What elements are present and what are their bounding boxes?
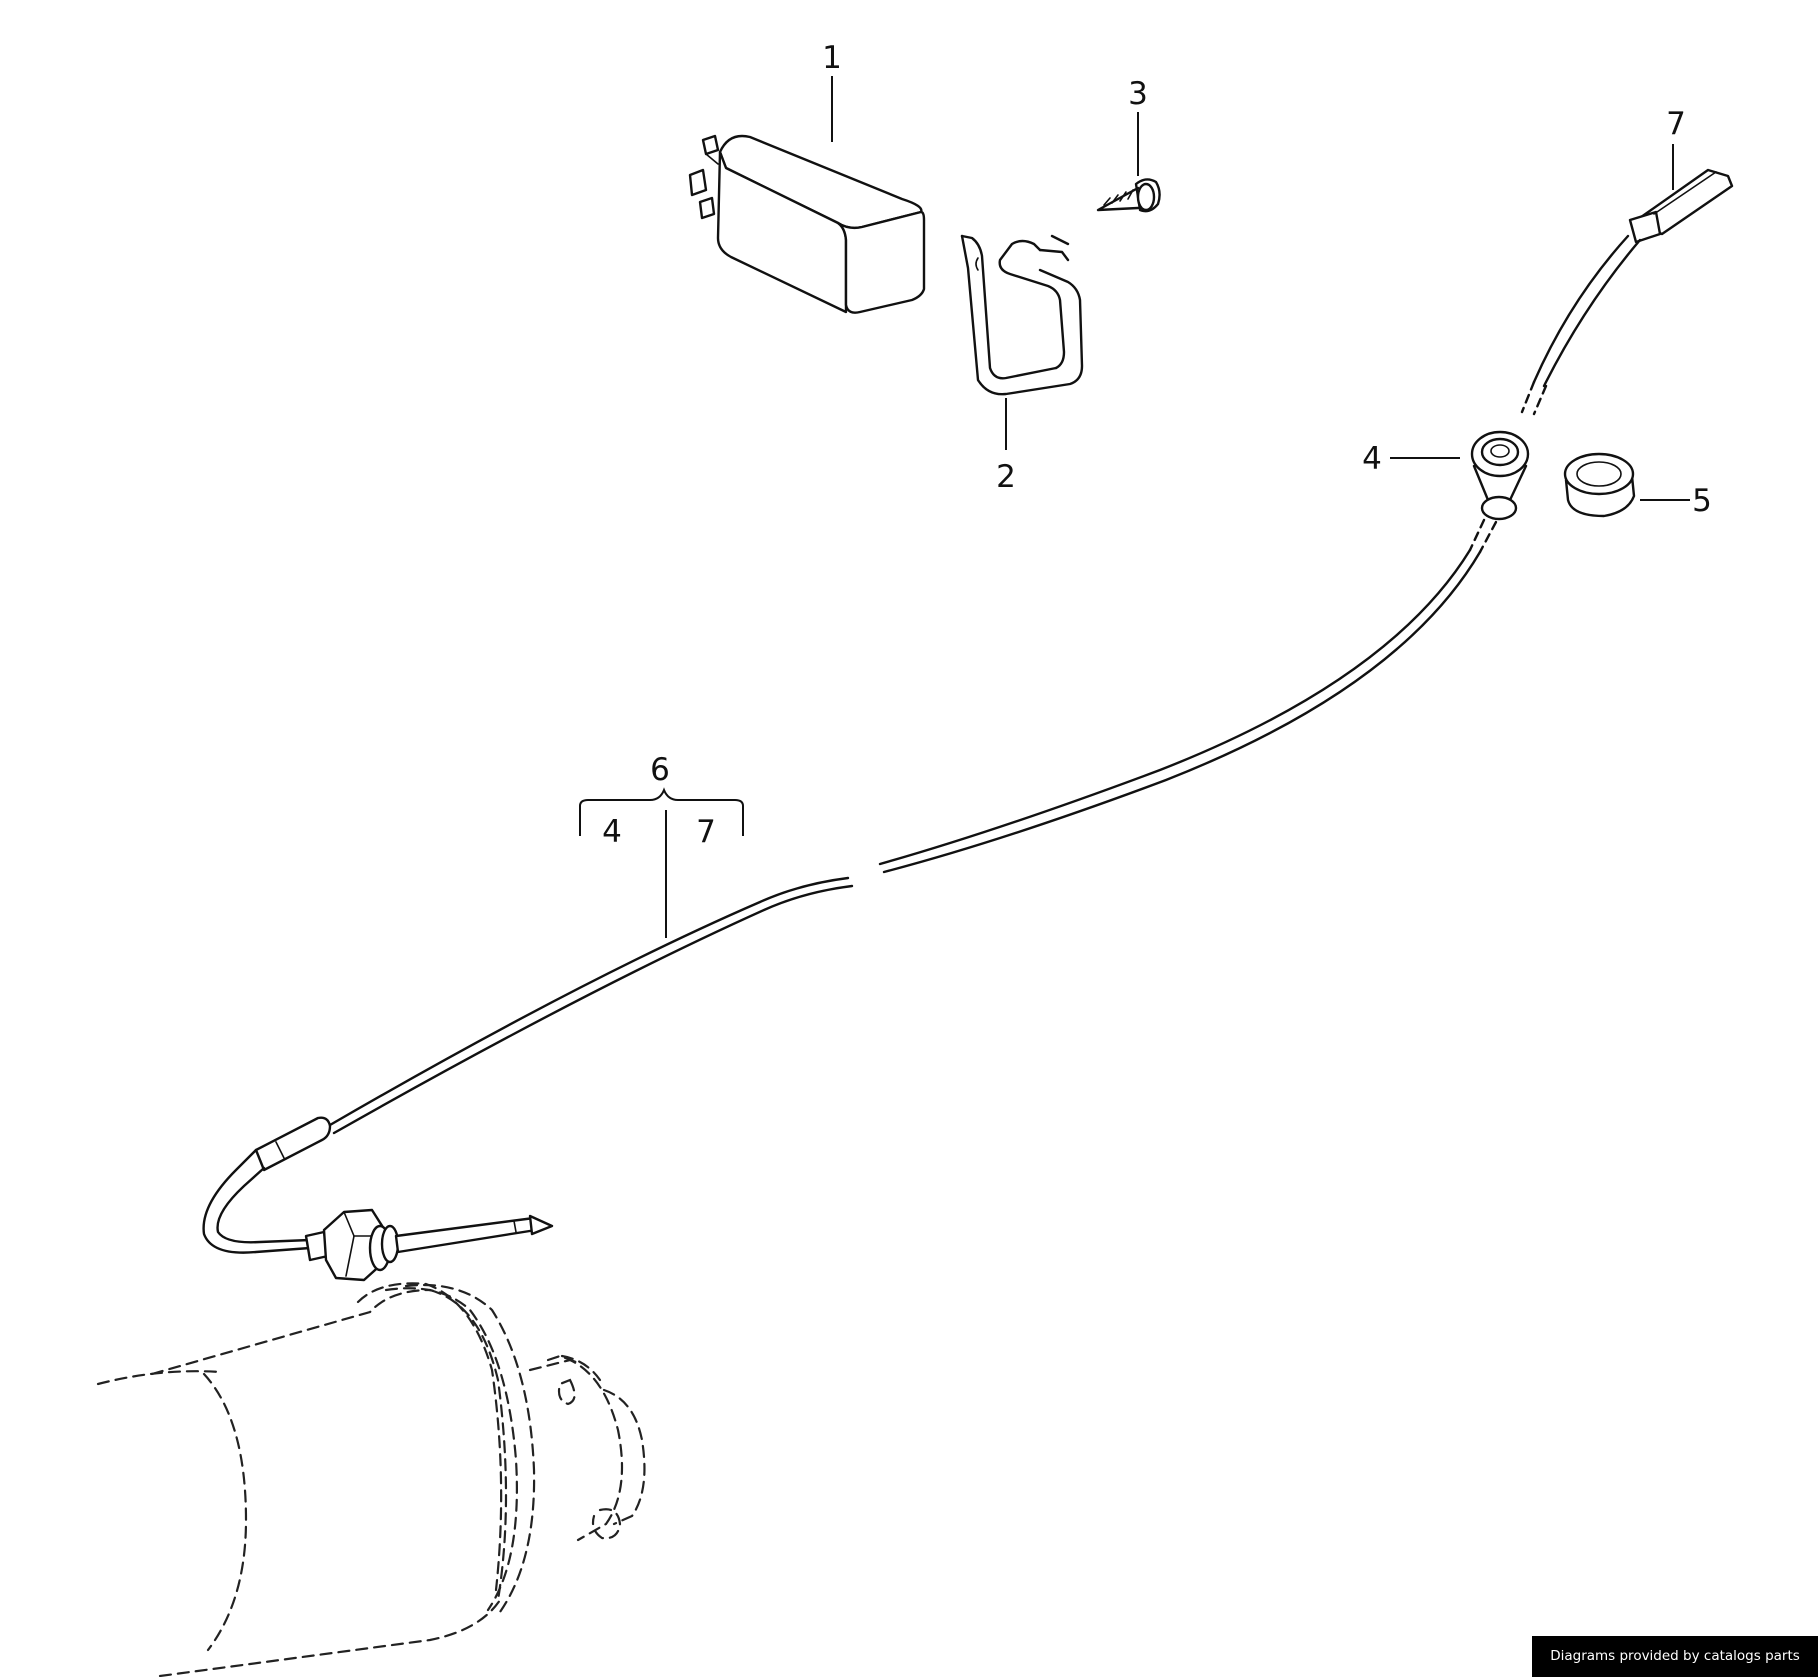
callout-4: 4 xyxy=(1362,441,1382,477)
callout-5: 5 xyxy=(1692,483,1712,519)
callout-6: 6 xyxy=(650,752,670,788)
callout-2: 2 xyxy=(996,459,1016,495)
sensor-wire-upper xyxy=(1468,234,1642,554)
leader-lines xyxy=(579,76,1690,938)
connector-part-7 xyxy=(1628,168,1734,244)
screw-part-3 xyxy=(1096,178,1161,213)
bracket-part-2 xyxy=(960,234,1084,396)
control-unit-part-1 xyxy=(688,134,926,314)
callout-labels: 1 2 3 4 5 6 7 4 7 xyxy=(602,40,1712,850)
callout-3: 3 xyxy=(1128,76,1148,112)
callout-group-4: 4 xyxy=(602,814,622,850)
callout-7: 7 xyxy=(1666,106,1686,142)
callout-group-7: 7 xyxy=(696,814,716,850)
credit-banner: Diagrams provided by catalogs parts xyxy=(1532,1636,1818,1677)
grommet-part-4 xyxy=(1470,430,1530,521)
sensor-wire-main xyxy=(328,548,1482,1135)
exhaust-temperature-sensor xyxy=(202,1116,554,1282)
callout-1: 1 xyxy=(822,40,842,76)
plug-part-5 xyxy=(1563,452,1636,518)
exhaust-pipe-outline xyxy=(96,1282,646,1677)
